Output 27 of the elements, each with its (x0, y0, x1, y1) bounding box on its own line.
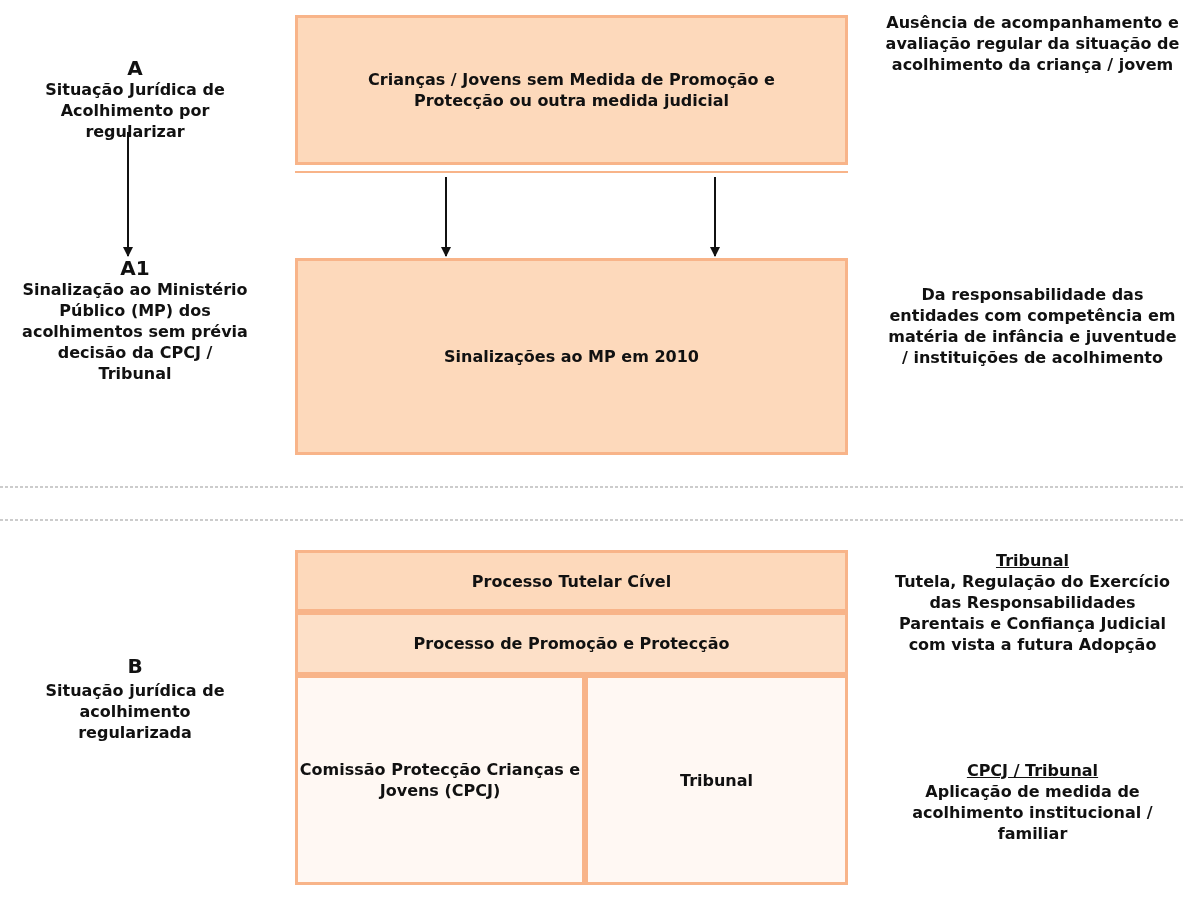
note-text: Da responsabilidade das entidades com competência em matéria de infância e juventude / instituições de acolhimento (888, 285, 1177, 367)
box-text: Comissão Protecção Crianças e Jovens (CPCJ) (298, 759, 582, 801)
heading: Tribunal (995, 551, 1069, 570)
arrow (123, 131, 133, 257)
process-box (295, 675, 585, 885)
section-description: Situação jurídica de acolhimento regularizada (45, 681, 225, 742)
arrow (710, 176, 720, 257)
section-description: Sinalização ao Ministério Público (MP) dos acolhimentos sem prévia decisão da CPCJ / Tribunal (21, 279, 249, 384)
arrow (441, 176, 451, 257)
section-letter: A1 (120, 258, 150, 279)
box-text: Processo de Promoção e Protecção (413, 633, 730, 654)
process-box (295, 612, 848, 675)
box-text: Sinalizações ao MP em 2010 (444, 346, 699, 367)
box-text: Crianças / Jovens sem Medida de Promoção e Protecção ou outra medida judicial (367, 69, 776, 111)
note-text: Ausência de acompanhamento e avaliação regular da situação de acolhimento da criança / jovem (885, 13, 1180, 74)
process-box (295, 550, 848, 612)
note-text: Tutela, Regulação do Exercício das Responsabilidades Parentais e Confiança Judicial com vista a futura Adopção (894, 572, 1171, 654)
process-box (295, 258, 848, 455)
section-letter: B (127, 654, 143, 678)
process-box (585, 675, 848, 885)
section-letter: A (127, 58, 143, 79)
box-text: Tribunal (679, 769, 753, 791)
box-text: Processo Tutelar Cível (471, 570, 672, 592)
process-box (295, 15, 848, 165)
note-text: Aplicação de medida de acolhimento institucional / familiar (912, 782, 1153, 843)
heading: CPCJ / Tribunal (966, 761, 1099, 780)
section-description: Situação Jurídica de Acolhimento por regularizar (44, 79, 226, 142)
